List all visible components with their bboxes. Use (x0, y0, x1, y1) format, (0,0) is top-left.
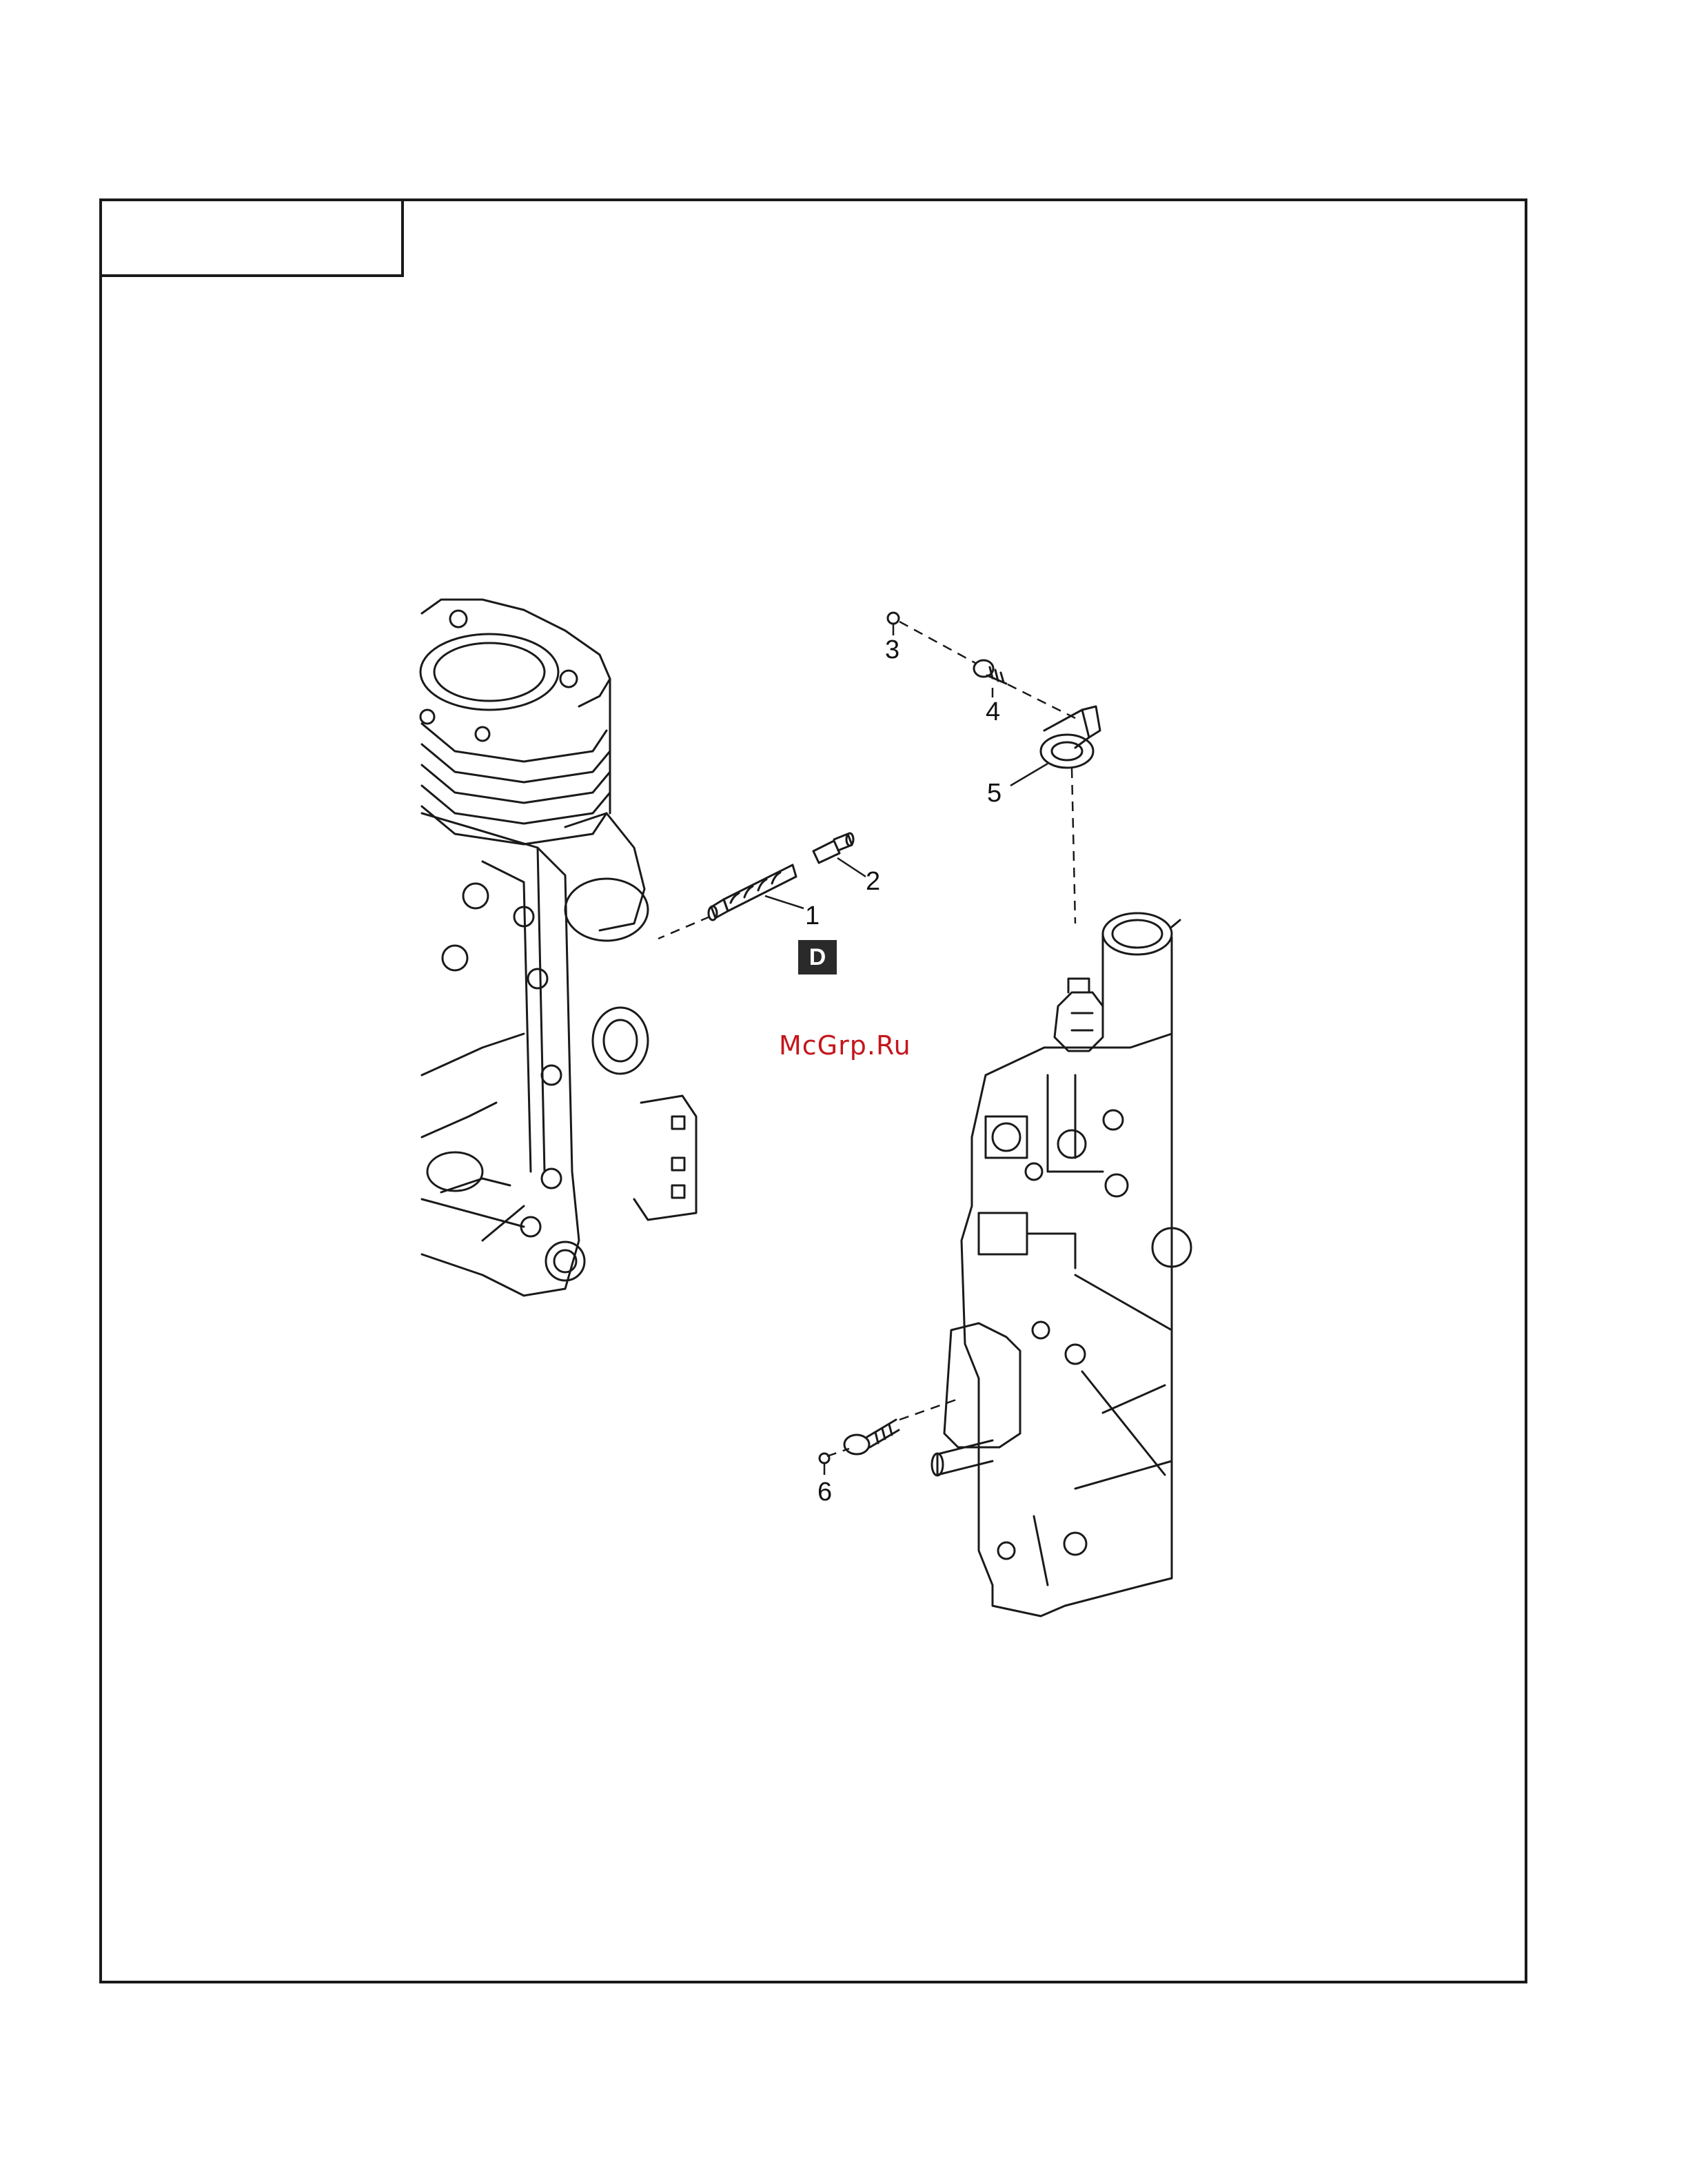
lubricant-badge: D (798, 940, 837, 974)
part-3-washer (888, 613, 899, 624)
leader-2 (837, 858, 866, 877)
left-engine-block (420, 600, 696, 1296)
callout-4: 4 (986, 697, 1000, 727)
part-6-bolt (820, 1420, 899, 1463)
callout-5: 5 (987, 779, 1001, 808)
right-engine-block (932, 913, 1191, 1616)
part-4-screw (974, 660, 1006, 684)
callout-2: 2 (866, 867, 880, 897)
leader-5 (1010, 764, 1048, 786)
callout-6: 6 (817, 1478, 832, 1507)
part-2-valve (813, 833, 853, 863)
callout-3: 3 (885, 635, 899, 665)
part-1-threaded-plug (709, 865, 796, 920)
watermark: McGrp.Ru (779, 1030, 911, 1061)
leader-1 (765, 896, 804, 908)
callout-1: 1 (805, 901, 820, 931)
